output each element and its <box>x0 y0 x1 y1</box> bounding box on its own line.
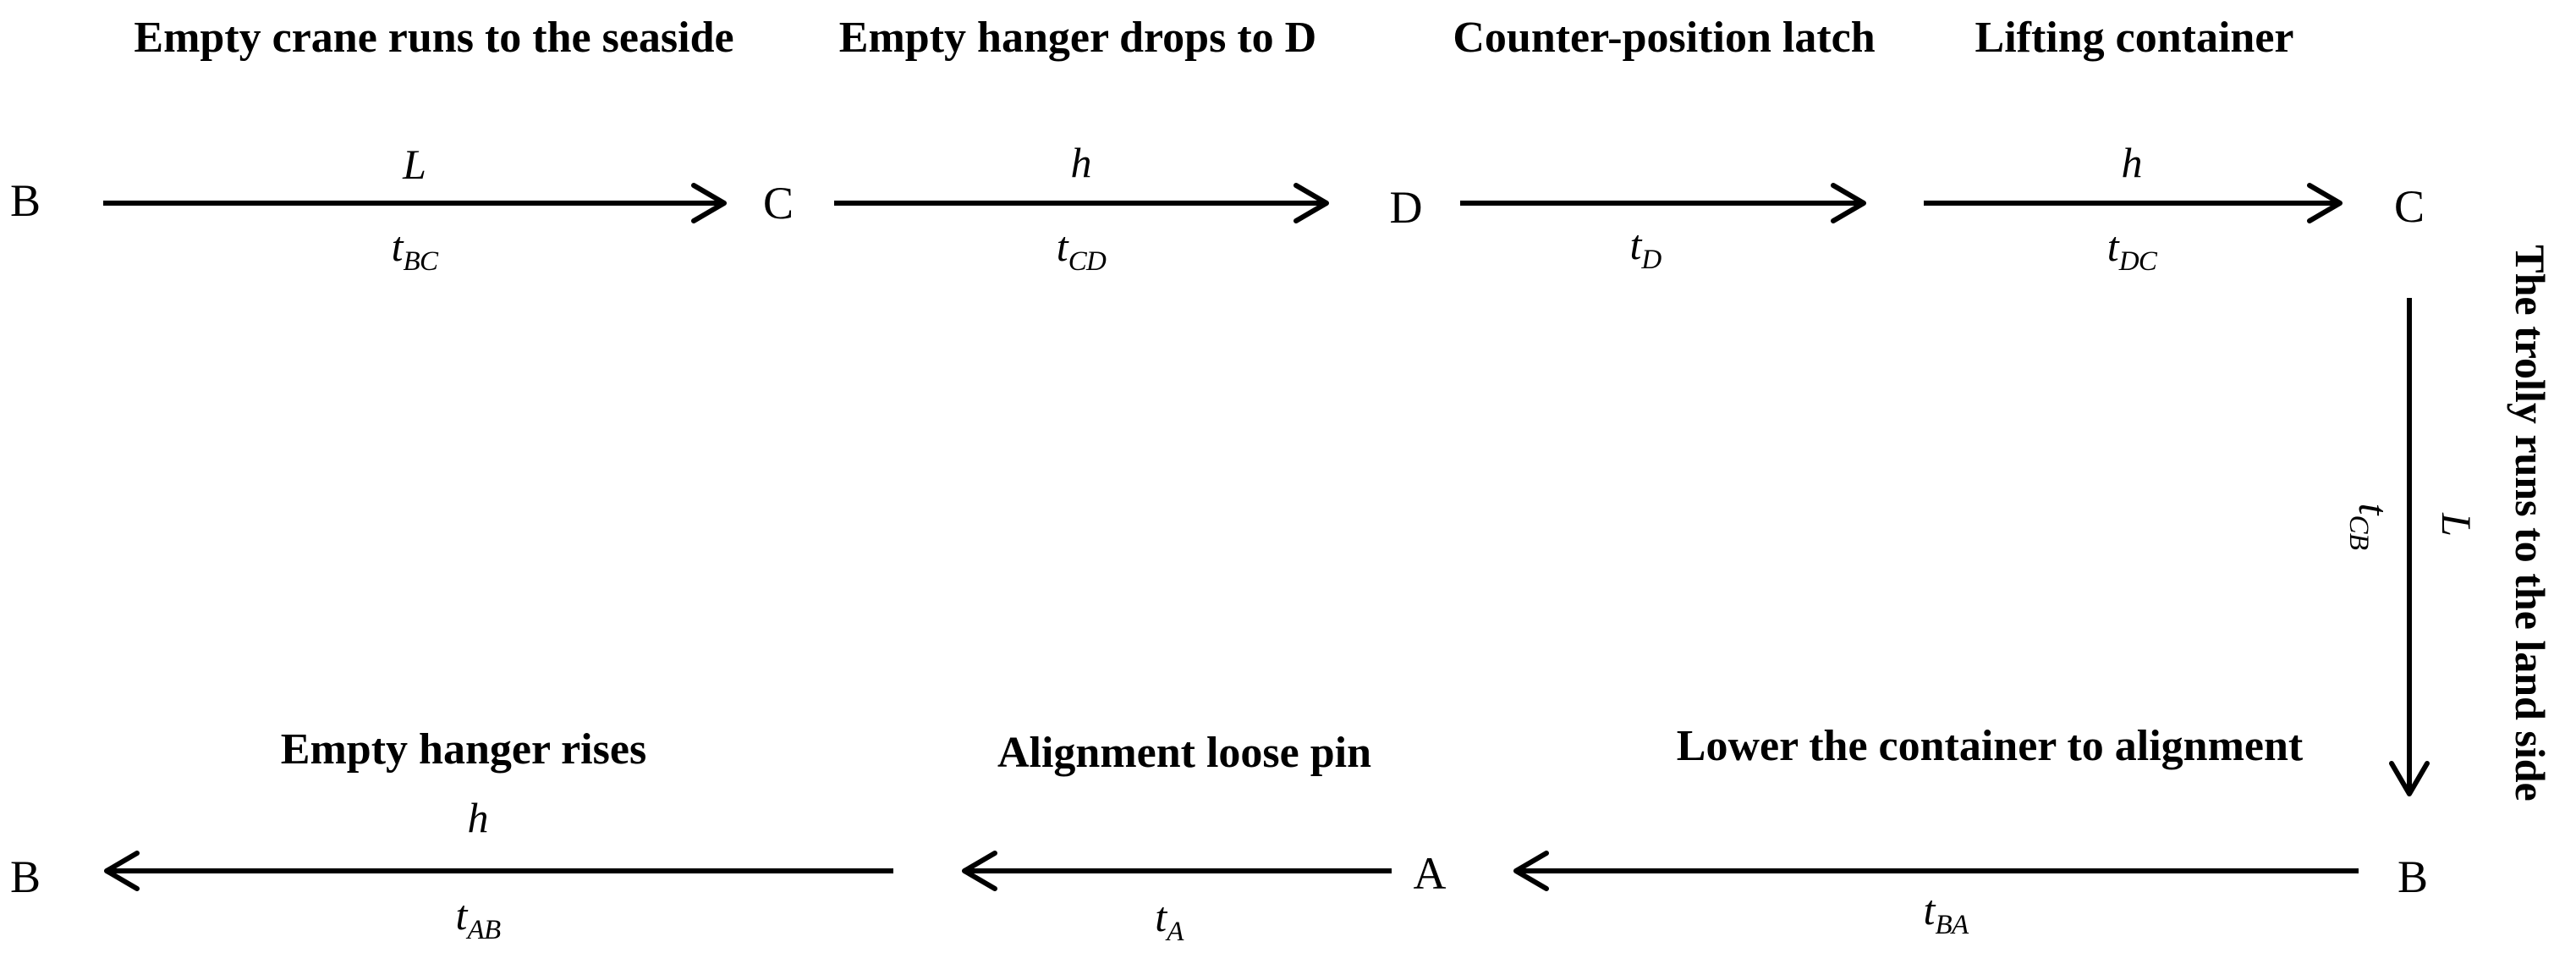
time-subscript: D <box>1641 244 1661 275</box>
node-b-bottom-left: B <box>9 851 41 902</box>
time-subscript: DC <box>2118 245 2157 277</box>
distance-label-dc: h <box>2121 139 2143 186</box>
stage-title-empty-hanger-rises: Empty hanger rises <box>280 725 647 774</box>
time-subscript: A <box>1167 916 1184 947</box>
time-label-dc: tDC <box>2106 223 2157 277</box>
node-a-bottom: A <box>1413 848 1447 899</box>
time-symbol: t <box>1923 886 1936 934</box>
time-label-ba: tBA <box>1924 889 1969 939</box>
side-note-trolley-runs-land-side: The trolly runs to the land side <box>2507 245 2554 801</box>
time-label-cd: tCD <box>1056 223 1107 277</box>
time-symbol: t <box>391 223 404 271</box>
stage-title-empty-crane-runs: Empty crane runs to the seaside <box>134 14 734 62</box>
time-symbol: t <box>1155 893 1167 941</box>
stage-title-lifting-container: Lifting container <box>1975 14 2294 62</box>
distance-label-bc: L <box>403 140 426 188</box>
stage-title-counter-position-latch: Counter-position latch <box>1453 14 1876 62</box>
node-d-top: D <box>1389 182 1423 233</box>
node-c-top-mid: C <box>762 178 794 229</box>
time-subscript: BC <box>403 245 439 277</box>
distance-label-cd: h <box>1070 139 1092 186</box>
time-label-cb: tCB <box>2343 503 2397 550</box>
time-symbol: t <box>2349 503 2397 515</box>
node-b-bottom-right: B <box>2397 851 2429 902</box>
time-symbol: t <box>455 891 468 939</box>
stage-title-alignment-loose-pin: Alignment loose pin <box>997 729 1372 777</box>
time-subscript: CB <box>2343 515 2375 550</box>
node-c-top-right: C <box>2393 181 2425 232</box>
time-label-ab: tAB <box>455 891 502 945</box>
time-label-a: tA <box>1155 893 1184 947</box>
distance-label-cb: L <box>2433 513 2480 537</box>
time-symbol: t <box>1629 221 1642 269</box>
time-symbol: t <box>2106 223 2119 271</box>
time-subscript: AB <box>467 914 501 945</box>
stage-title-empty-hanger-drops: Empty hanger drops to D <box>838 14 1317 62</box>
time-symbol: t <box>1056 223 1068 271</box>
time-subscript: CD <box>1068 245 1107 277</box>
stage-title-lower-container: Lower the container to alignment <box>1676 722 2304 770</box>
distance-label-ab: h <box>467 794 489 841</box>
time-label-d: tD <box>1629 223 1661 274</box>
time-label-bc: tBC <box>392 225 438 276</box>
time-subscript: BA <box>1935 909 1969 940</box>
node-b-top-left: B <box>9 175 41 226</box>
